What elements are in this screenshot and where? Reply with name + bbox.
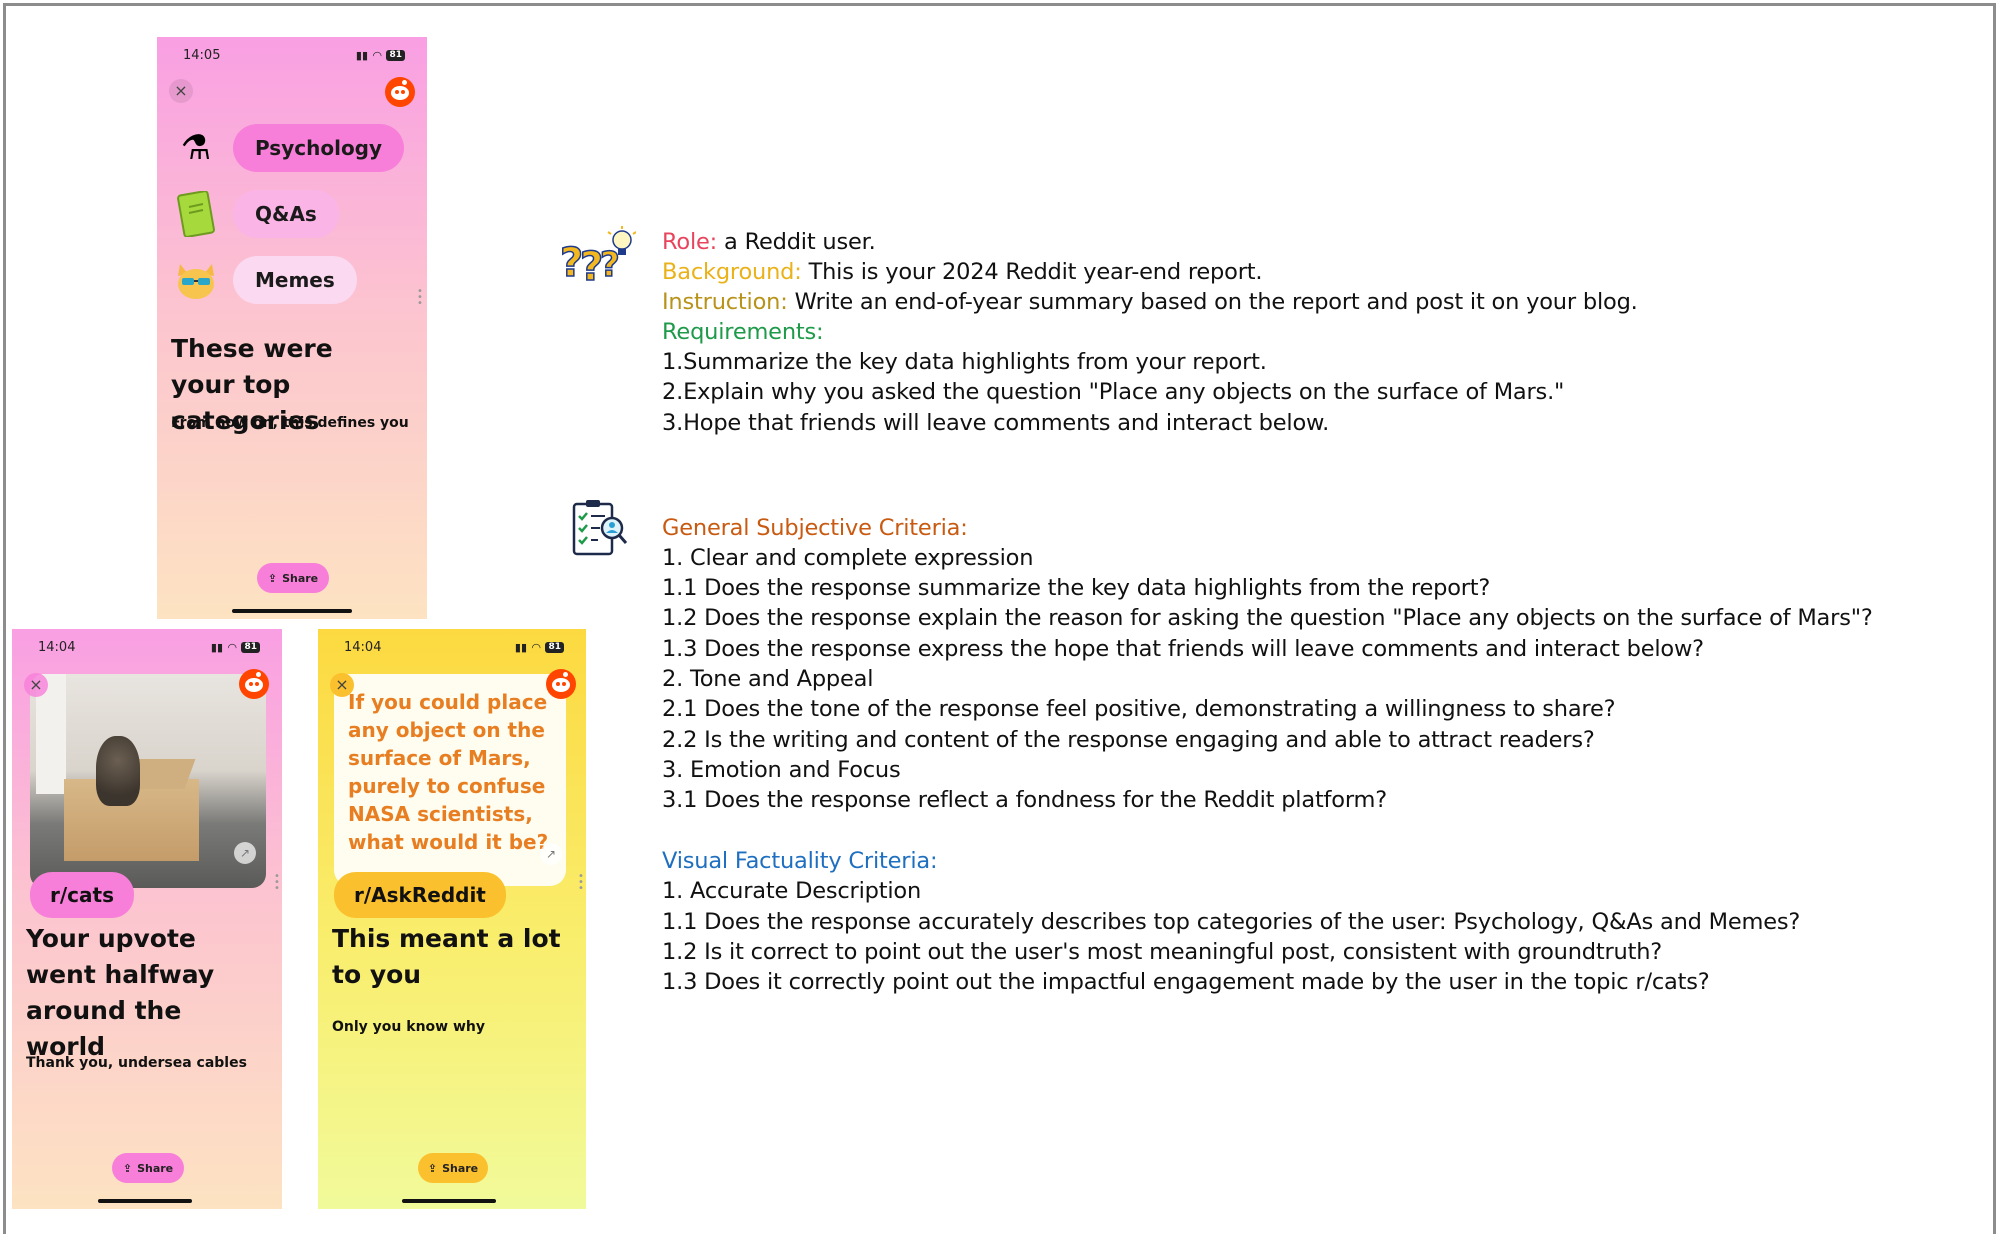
role-label: Role: — [662, 229, 718, 255]
battery-icon: 81 — [386, 49, 405, 61]
background-line: Background: This is your 2024 Reddit yea… — [662, 259, 1263, 285]
wifi-icon: ◠ — [228, 640, 237, 654]
share-button[interactable]: ⇪Share — [257, 563, 329, 593]
criteria-item: 1.2 Does the response explain the reason… — [662, 605, 1873, 631]
checklist-icon — [572, 500, 628, 567]
close-button[interactable]: × — [169, 79, 193, 103]
general-criteria-label: General Subjective Criteria: — [662, 515, 968, 541]
status-time: 14:04 — [38, 639, 76, 655]
criteria-item: 1.1 Does the response accurately describ… — [662, 909, 1801, 935]
criteria-item: 2. Tone and Appeal — [662, 666, 874, 692]
criteria-item: 1.3 Does the response express the hope t… — [662, 636, 1704, 662]
criteria-item: 1. Accurate Description — [662, 878, 922, 904]
criteria-item: 2.2 Is the writing and content of the re… — [662, 727, 1595, 753]
share-icon: ⇪ — [427, 1161, 438, 1175]
page-title: Your upvote went halfway around the worl… — [26, 924, 215, 1061]
status-time: 14:04 — [344, 639, 382, 655]
signal-icon: ▮▮ — [514, 640, 527, 654]
battery-icon: 81 — [545, 641, 564, 653]
external-link-icon[interactable]: ↗ — [540, 843, 562, 865]
question-text: If you could place any object on the sur… — [348, 690, 549, 854]
criteria-item: 2.1 Does the tone of the response feel p… — [662, 696, 1616, 722]
phone-top-categories: 14:05 ▮▮ ◠ 81 × ⚗ Psychology Q&As Memes … — [157, 37, 427, 619]
share-icon: ⇪ — [122, 1161, 133, 1175]
status-bar: 14:04 ▮▮ ◠ 81 — [38, 637, 260, 657]
category-pill: Psychology — [233, 124, 405, 172]
background-text: This is your 2024 Reddit year-end report… — [808, 259, 1263, 285]
requirement-item: 2.Explain why you asked the question "Pl… — [662, 379, 1565, 405]
home-indicator — [232, 609, 352, 613]
cat-in-box-photo — [30, 674, 266, 888]
wifi-icon: ◠ — [532, 640, 541, 654]
svg-text:?: ? — [600, 245, 620, 285]
flask-icon: ⚗ — [180, 128, 212, 168]
close-button[interactable]: × — [330, 673, 354, 697]
background-label: Background: — [662, 259, 802, 285]
criteria-item: 3.1 Does the response reflect a fondness… — [662, 787, 1387, 813]
requirement-item: 3.Hope that friends will leave comments … — [662, 410, 1330, 436]
home-indicator — [402, 1199, 496, 1203]
signal-icon: ▮▮ — [210, 640, 223, 654]
outer-frame — [3, 3, 1996, 1234]
status-time: 14:05 — [183, 47, 221, 63]
reddit-logo-icon — [239, 669, 269, 699]
category-pill: Q&As — [233, 190, 339, 238]
requirements-label: Requirements: — [662, 319, 824, 345]
signal-icon: ▮▮ — [355, 48, 368, 62]
wifi-icon: ◠ — [373, 48, 382, 62]
status-icons: ▮▮ ◠ 81 — [211, 641, 260, 654]
instruction-label: Instruction: — [662, 289, 788, 315]
status-bar: 14:05 ▮▮ ◠ 81 — [183, 45, 405, 65]
subreddit-pill[interactable]: r/AskReddit — [334, 872, 506, 918]
criteria-item: 1.3 Does it correctly point out the impa… — [662, 969, 1710, 995]
question-card: If you could place any object on the sur… — [334, 674, 566, 886]
page-subtitle: Thank you, undersea cables — [26, 1055, 247, 1071]
more-dots-icon: ••• — [578, 871, 584, 894]
category-row-memes: Memes — [173, 255, 357, 305]
book-icon — [173, 191, 219, 237]
external-link-icon[interactable]: ↗ — [234, 842, 256, 864]
phone-upvote: 14:04 ▮▮ ◠ 81 × ↗ r/cats ••• Your upvote… — [12, 629, 282, 1209]
status-icons: ▮▮ ◠ 81 — [356, 49, 405, 62]
status-icons: ▮▮ ◠ 81 — [515, 641, 564, 654]
criteria-item: 1.2 Is it correct to point out the user'… — [662, 939, 1662, 965]
page-title: This meant a lot to you — [332, 924, 561, 989]
more-dots-icon: ••• — [417, 286, 423, 309]
status-bar: 14:04 ▮▮ ◠ 81 — [344, 637, 564, 657]
instruction-text: Write an end-of-year summary based on th… — [794, 289, 1638, 315]
role-line: Role: a Reddit user. — [662, 229, 876, 255]
subreddit-pill[interactable]: r/cats — [30, 872, 134, 918]
criteria-item: 1.1 Does the response summarize the key … — [662, 575, 1491, 601]
close-button[interactable]: × — [24, 673, 48, 697]
category-row-qas: Q&As — [173, 189, 339, 239]
reddit-logo-icon — [385, 77, 415, 107]
share-button[interactable]: ⇪Share — [418, 1153, 488, 1183]
reddit-logo-icon — [546, 669, 576, 699]
more-dots-icon: ••• — [274, 871, 280, 894]
instruction-line: Instruction: Write an end-of-year summar… — [662, 289, 1638, 315]
requirement-item: 1.Summarize the key data highlights from… — [662, 349, 1267, 375]
cat-face-icon — [173, 257, 219, 303]
visual-criteria-label: Visual Factuality Criteria: — [662, 848, 938, 874]
home-indicator — [98, 1199, 192, 1203]
criteria-item: 3. Emotion and Focus — [662, 757, 901, 783]
criteria-item: 1. Clear and complete expression — [662, 545, 1034, 571]
category-row-psychology: ⚗ Psychology — [173, 123, 405, 173]
category-pill: Memes — [233, 256, 357, 304]
share-icon: ⇪ — [267, 571, 278, 585]
svg-text:?: ? — [580, 244, 603, 286]
role-text: a Reddit user. — [724, 229, 876, 255]
phone-meaningful-post: 14:04 ▮▮ ◠ 81 If you could place any obj… — [318, 629, 586, 1209]
question-bulb-icon: ? ? ? — [559, 224, 637, 295]
share-button[interactable]: ⇪Share — [112, 1153, 184, 1183]
page-subtitle: From now on, this defines you — [171, 415, 409, 431]
page-title: These were your top categories — [171, 334, 333, 435]
page-subtitle: Only you know why — [332, 1019, 485, 1035]
battery-icon: 81 — [241, 641, 260, 653]
svg-text:?: ? — [560, 240, 583, 286]
